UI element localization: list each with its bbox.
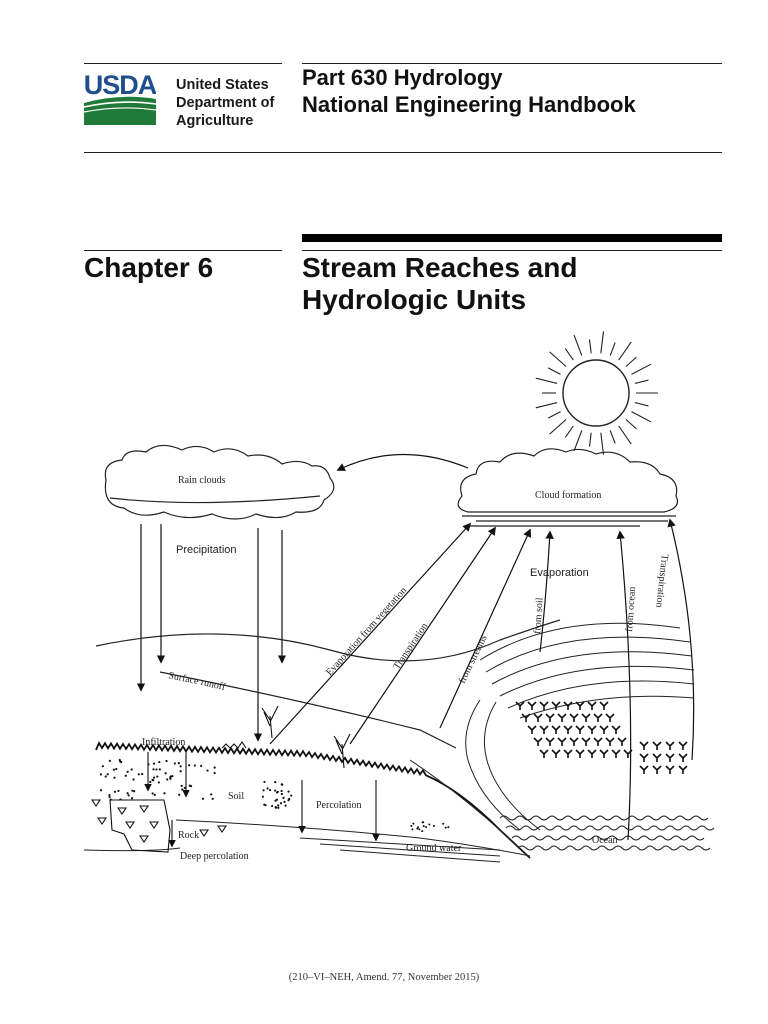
label-rain-clouds: Rain clouds xyxy=(178,475,226,486)
subsurface-layers xyxy=(83,759,531,863)
ocean-waves xyxy=(499,815,715,851)
hill-outline xyxy=(95,619,561,749)
sun-icon xyxy=(535,331,658,455)
label-evaporation: Evaporation xyxy=(530,567,589,579)
agency-line-2: Department of xyxy=(176,95,275,111)
chapter-thick-rule xyxy=(302,234,722,242)
precipitation-arrows xyxy=(136,524,287,742)
agency-line-1: United States xyxy=(176,77,269,93)
label-rock: Rock xyxy=(178,830,199,841)
label-cloud-formation: Cloud formation xyxy=(535,490,601,501)
chapter-rule-left xyxy=(84,250,282,251)
agency-line-3: Agriculture xyxy=(176,113,254,129)
label-percolation: Percolation xyxy=(316,800,362,811)
header-rule-top-left xyxy=(84,63,282,64)
usda-logo: USDA xyxy=(84,69,158,125)
chapter-title-line-2: Hydrologic Units xyxy=(302,284,527,315)
header-rule-bottom xyxy=(84,152,722,153)
label-from-soil: from soil xyxy=(532,597,546,634)
chapter-rule-right xyxy=(302,250,722,251)
footer-amendment: (210–VI–NEH, Amend. 77, November 2015) xyxy=(288,972,480,983)
infiltration-arrows xyxy=(144,752,380,848)
header-rule-top-right xyxy=(302,63,722,64)
label-from-streams: from streams xyxy=(457,633,490,685)
rock-layer xyxy=(90,799,228,853)
tree-icons xyxy=(515,701,688,774)
usda-logo-mark: USDA xyxy=(84,70,158,125)
chapter-title: Stream Reaches and Hydrologic Units xyxy=(302,252,577,316)
handbook-title-block: Part 630 Hydrology National Engineering … xyxy=(302,64,636,118)
chapter-label: Chapter 6 xyxy=(84,252,214,283)
label-ocean: Ocean xyxy=(592,835,618,846)
evaporation-arrows xyxy=(269,518,695,841)
ground-surface xyxy=(95,741,531,859)
soil-particles xyxy=(99,758,450,833)
label-transpiration-center: Transpiration xyxy=(391,621,430,672)
label-from-ocean: from ocean xyxy=(624,586,638,632)
chapter-title-line-1: Stream Reaches and xyxy=(302,252,578,283)
label-precipitation: Precipitation xyxy=(176,544,237,556)
cloud-transport-arrow xyxy=(336,453,469,471)
label-ground-water: Ground water xyxy=(406,843,462,854)
cloud-formation-icon xyxy=(457,448,679,527)
plant-icons xyxy=(221,705,351,769)
stream-layers xyxy=(465,622,695,831)
label-surface-runoff: Surface runoff xyxy=(167,670,227,693)
label-soil: Soil xyxy=(228,791,244,802)
handbook-title: National Engineering Handbook xyxy=(302,92,636,117)
usda-logo-text: USDA xyxy=(84,70,156,100)
part-title: Part 630 Hydrology xyxy=(302,65,503,90)
label-infiltration: Infiltration xyxy=(142,737,185,748)
rain-cloud-icon xyxy=(104,444,335,520)
label-transpiration-right: Transpiration xyxy=(653,554,670,608)
label-deep-percolation: Deep percolation xyxy=(180,851,249,862)
agency-name: United States Department of Agriculture xyxy=(176,76,274,130)
